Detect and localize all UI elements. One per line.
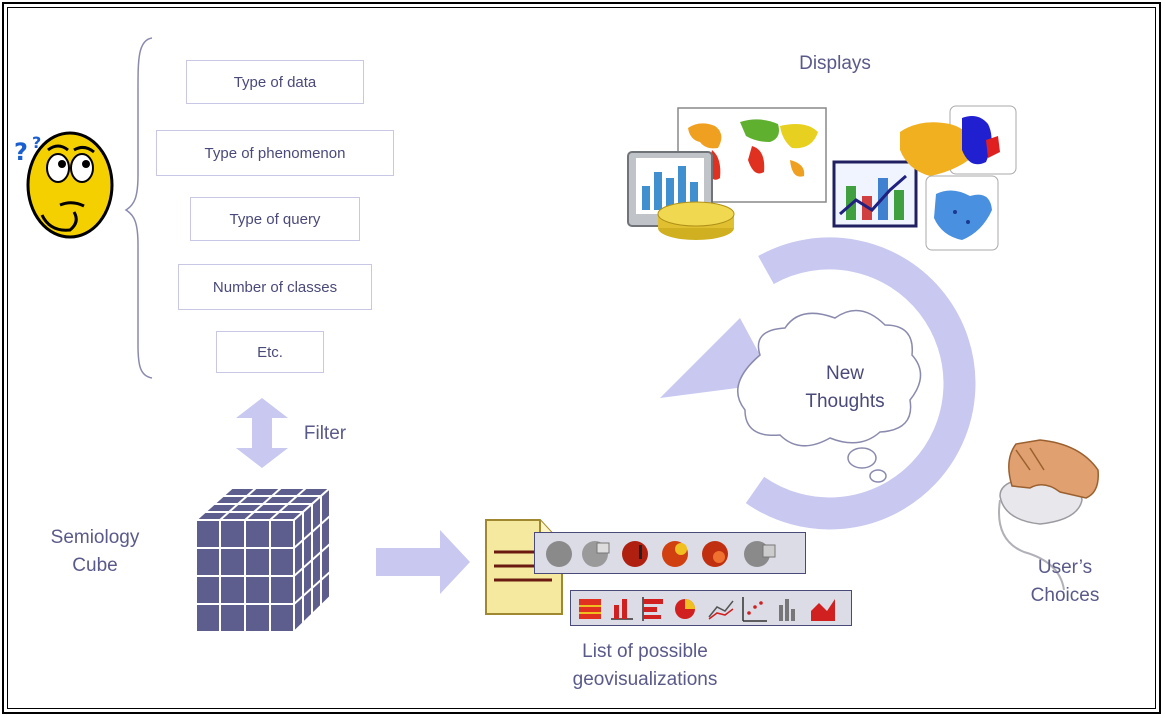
mouse-hand-icon [998,439,1099,591]
horizontal-bar-chart-icon [642,597,663,621]
thought-cloud [737,309,922,483]
area-chart-icon [811,599,835,621]
filter-double-arrow [236,398,288,468]
pie-chart-icon [675,599,695,619]
svg-text:?: ? [14,138,28,166]
users-choices-label: User’s Choices [1005,554,1125,610]
grey-map-thumbnail-icon [546,541,572,567]
displays-label: Displays [799,53,871,74]
bar-chart-icon [611,599,633,620]
semiology-label-line1: Semiology [50,527,140,548]
line-bar-chart-icon [832,160,918,228]
table-chart-icon [579,599,601,619]
line-chart-icon [708,600,734,620]
svg-text:?: ? [32,133,41,152]
new-thoughts-label: New Thoughts [790,360,900,416]
bar-chart-monitor-icon [627,151,735,240]
users-choices-line1: User’s [1037,557,1093,578]
chart-types-strip [570,590,852,626]
filter-label: Filter [303,423,347,444]
map-thumbnails-strip [534,532,806,574]
curly-brace [124,37,153,379]
list-label-line2: geovisualizations [572,669,718,690]
semiology-cube-icon [193,485,333,635]
confused-smiley-icon: ? ? [14,131,114,239]
list-label-line1: List of possible [582,641,708,662]
region-map-icon [925,175,999,251]
semiology-label-line2: Cube [72,555,118,576]
new-thoughts-line2: Thoughts [805,391,885,412]
scatter-plot-icon [742,597,767,622]
criteria-box-number-of-classes: Number of classes [178,264,372,310]
criteria-box-type-of-query: Type of query [190,197,360,241]
criteria-box-type-of-phenomenon: Type of phenomenon [156,130,394,176]
inner-frame [7,7,1156,709]
geovisualizations-list-label: List of possible geovisualizations [540,638,750,694]
semiology-cube-label: Semiology Cube [30,524,160,580]
canada-map-icon [900,105,1017,176]
users-choices-line2: Choices [1030,585,1100,606]
grey-bar-chart-icon [779,599,795,621]
criteria-box-etc: Etc. [216,331,324,373]
new-thoughts-line1: New [825,363,864,384]
bar-map-thumbnail-icon [622,541,648,567]
criteria-box-type-of-data: Type of data [186,60,364,104]
right-arrow [376,530,470,594]
